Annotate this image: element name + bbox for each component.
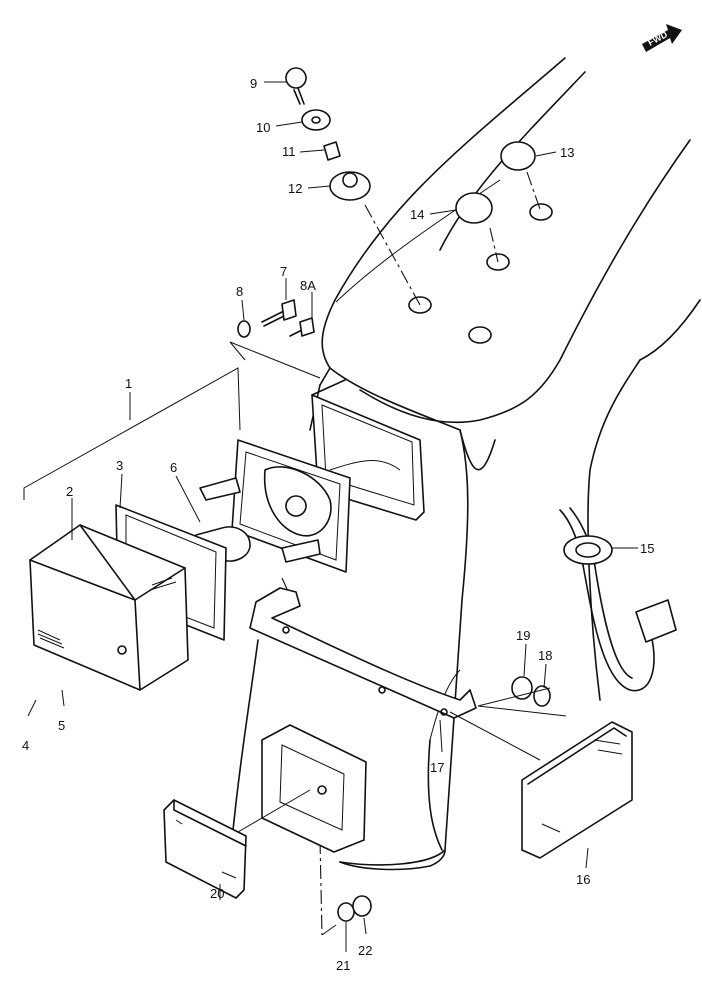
lower-fasteners <box>337 895 372 922</box>
callout-9: 9 <box>250 76 257 91</box>
callout-18: 18 <box>538 648 552 663</box>
license-lamp-lens <box>163 789 311 899</box>
callout-12: 12 <box>288 181 302 196</box>
callout-labels: 1 2 3 4 5 6 7 8 8A 9 10 11 12 13 14 15 1… <box>22 76 654 973</box>
callout-13: 13 <box>560 145 574 160</box>
callout-14: 14 <box>410 207 424 222</box>
callout-10: 10 <box>256 120 270 135</box>
callout-8a: 8A <box>300 278 316 293</box>
callout-11: 11 <box>282 144 296 159</box>
callout-15: 15 <box>640 541 654 556</box>
lamp-base <box>199 439 401 573</box>
callout-4: 4 <box>22 738 29 753</box>
callout-8: 8 <box>236 284 243 299</box>
callout-6: 6 <box>170 460 177 475</box>
fwd-arrow-icon: FWD <box>642 24 682 52</box>
callout-5: 5 <box>58 718 65 733</box>
callout-20: 20 <box>210 886 224 901</box>
callout-19: 19 <box>516 628 530 643</box>
nut-washer-set <box>477 676 567 717</box>
grommets <box>455 141 536 224</box>
upper-small-parts <box>285 67 371 201</box>
callout-7: 7 <box>280 264 287 279</box>
side-reflector <box>521 721 633 859</box>
callout-2: 2 <box>66 484 73 499</box>
callout-17: 17 <box>430 760 444 775</box>
callout-3: 3 <box>116 458 123 473</box>
mount-screws <box>229 299 321 379</box>
license-lamp-housing <box>261 724 367 853</box>
wire-harness <box>559 507 677 692</box>
tail-lamp-lens <box>29 524 189 691</box>
callout-16: 16 <box>576 872 590 887</box>
callout-22: 22 <box>358 943 372 958</box>
stay-bracket <box>249 587 541 761</box>
leader-lines <box>27 81 638 952</box>
callout-21: 21 <box>336 958 350 973</box>
assembly-bracket-1 <box>23 367 241 500</box>
callout-1: 1 <box>125 376 132 391</box>
